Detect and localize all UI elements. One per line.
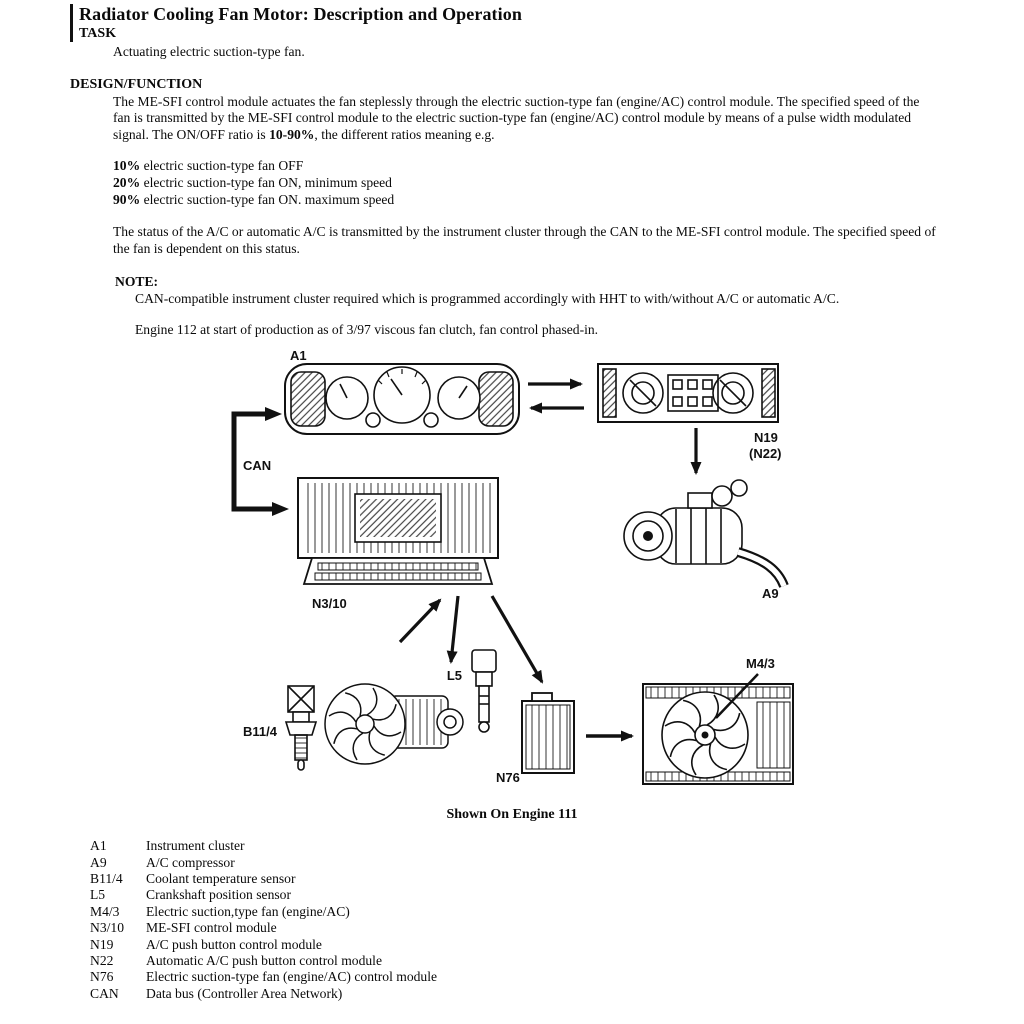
arrow-module-to-l5: [446, 596, 460, 665]
ratio-text: electric suction-type fan OFF: [140, 157, 304, 173]
n76-module-illustration: [521, 692, 575, 775]
ratio-text: electric suction-type fan ON, minimum sp…: [140, 175, 392, 191]
engine-note: Engine 112 at start of production as of …: [135, 322, 599, 338]
ac-compressor-illustration: [623, 479, 789, 589]
ratio-pct: 10%: [113, 157, 141, 173]
system-diagram: A1: [60, 346, 830, 802]
title-block: Radiator Cooling Fan Motor: Description …: [70, 4, 954, 42]
legend-desc: Automatic A/C push button control module: [146, 953, 382, 969]
ratio-item: 90% electric suction-type fan ON. maximu…: [113, 191, 954, 208]
arrow-module-to-n76: [490, 595, 544, 684]
ratio-item: 20% electric suction-type fan ON, minimu…: [113, 174, 954, 191]
label-can: CAN: [243, 458, 271, 473]
legend-code: L5: [90, 887, 106, 903]
note-body: CAN-compatible instrument cluster requir…: [135, 290, 840, 306]
label-n76: N76: [496, 770, 520, 785]
legend-code: N76: [90, 969, 114, 985]
task-heading: TASK: [79, 26, 117, 41]
legend-code: M4/3: [90, 903, 120, 919]
design-paragraph-1: The ME-SFI control module actuates the f…: [113, 94, 939, 143]
legend-desc: Instrument cluster: [146, 838, 245, 854]
m4-3-pointer-line: [715, 673, 759, 720]
design-paragraph-2: The status of the A/C or automatic A/C i…: [113, 224, 936, 256]
pushbutton-module-illustration: [597, 363, 779, 424]
label-b11-4: B11/4: [243, 724, 278, 739]
fan-motor-illustration: [324, 683, 464, 765]
label-n3-10: N3/10: [312, 596, 347, 611]
diagram-svg: A1: [231, 348, 794, 786]
label-a9: A9: [762, 586, 779, 601]
label-n22: (N22): [749, 446, 782, 461]
label-m4-3: M4/3: [746, 656, 775, 671]
ratio-text: electric suction-type fan ON. maximum sp…: [140, 192, 395, 208]
legend-desc: Data bus (Controller Area Network): [146, 985, 343, 1001]
legend-desc: Electric suction,type fan (engine/AC): [146, 903, 350, 919]
legend-desc: ME-SFI control module: [146, 920, 277, 936]
legend-code: N22: [90, 953, 114, 969]
arrow-sensors-to-module: [398, 598, 442, 644]
legend-desc: Crankshaft position sensor: [146, 887, 291, 903]
can-arrow-top: [265, 407, 282, 422]
ratio-list: 10% electric suction-type fan OFF 20% el…: [113, 157, 954, 209]
diagram-caption: Shown On Engine 111: [446, 807, 578, 823]
can-bus-bracket: [231, 411, 272, 512]
label-n19: N19: [754, 430, 778, 445]
page-title: Radiator Cooling Fan Motor: Description …: [79, 4, 522, 24]
legend-code: A1: [90, 838, 107, 854]
design-function-heading: DESIGN/FUNCTION: [70, 77, 203, 93]
can-arrow-bottom: [272, 502, 289, 517]
legend-code: B11/4: [90, 871, 123, 887]
arrows-cluster-n19: [528, 378, 584, 414]
ratio-item: 10% electric suction-type fan OFF: [113, 157, 954, 174]
legend-desc: Coolant temperature sensor: [146, 871, 296, 887]
label-l5: L5: [447, 668, 462, 683]
component-legend: A1 Instrument cluster A9 A/C compressor B1…: [90, 838, 954, 1002]
legend-code: N19: [90, 936, 114, 952]
ratio-pct: 20%: [113, 175, 141, 191]
ratio-range-bold: 10-90%: [269, 126, 315, 142]
legend-code: N3/10: [90, 920, 124, 936]
design-paragraph-1-text: The ME-SFI control module actuates the f…: [113, 94, 920, 142]
crankshaft-sensor-illustration: [471, 649, 497, 734]
legend-desc: Electric suction-type fan (engine/AC) co…: [146, 969, 438, 985]
me-sfi-module-illustration: [297, 477, 499, 586]
label-a1: A1: [290, 348, 307, 363]
design-paragraph-1-tail: , the different ratios meaning e.g.: [314, 126, 495, 142]
legend-code: CAN: [90, 985, 119, 1001]
task-body: Actuating electric suction-type fan.: [113, 44, 305, 59]
note-heading: NOTE:: [115, 273, 159, 289]
instrument-cluster-illustration: [284, 363, 520, 436]
legend-desc: A/C compressor: [146, 854, 235, 870]
legend-desc: A/C push button control module: [146, 936, 322, 952]
ratio-pct: 90%: [113, 192, 141, 208]
coolant-temp-sensor-illustration: [284, 685, 318, 772]
legend-code: A9: [90, 854, 107, 870]
suction-fan-illustration: [642, 683, 794, 786]
